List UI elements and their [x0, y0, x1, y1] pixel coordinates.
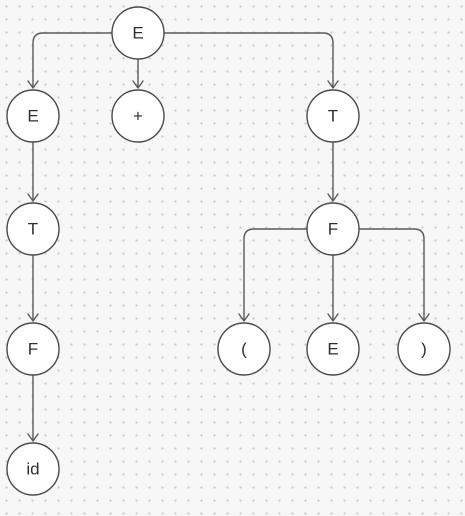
node-circle	[306, 322, 360, 376]
edge-right_f-to-inner_e	[327, 255, 339, 322]
node-label: T	[328, 107, 338, 126]
node-root: E	[111, 6, 165, 60]
node-circle	[306, 202, 360, 256]
edge-right_f-to-lparen	[238, 228, 307, 322]
node-label: +	[133, 107, 143, 126]
node-circle	[306, 89, 360, 143]
edge-right_t-to-right_f	[327, 142, 339, 202]
edge-left_t-to-left_f	[27, 255, 39, 322]
node-label: E	[132, 24, 143, 43]
node-circle	[111, 6, 165, 60]
node-label: (	[241, 340, 247, 359]
node-rparen: )	[397, 322, 451, 376]
nodes-layer: E E + T T F F ( E) id	[6, 6, 451, 496]
node-left_e: E	[6, 89, 60, 143]
node-circle	[217, 322, 271, 376]
node-circle	[111, 89, 165, 143]
edge-right_f-to-rparen	[359, 228, 430, 322]
node-right_t: T	[306, 89, 360, 143]
node-id_leaf: id	[6, 442, 60, 496]
node-label: F	[28, 340, 38, 359]
node-inner_e: E	[306, 322, 360, 376]
node-circle	[6, 442, 60, 496]
edge-root-to-left_e	[27, 32, 112, 89]
node-circle	[6, 202, 60, 256]
node-circle	[6, 322, 60, 376]
node-label: E	[327, 340, 338, 359]
node-circle	[397, 322, 451, 376]
node-circle	[6, 89, 60, 143]
node-left_t: T	[6, 202, 60, 256]
edge-root-to-plus	[132, 59, 144, 89]
node-lparen: (	[217, 322, 271, 376]
node-plus: +	[111, 89, 165, 143]
node-left_f: F	[6, 322, 60, 376]
node-label: id	[26, 460, 39, 479]
edges-layer	[27, 32, 430, 442]
node-label: )	[421, 340, 427, 359]
node-label: T	[28, 220, 38, 239]
edge-root-to-right_t	[164, 32, 339, 89]
edge-left_f-to-id_leaf	[27, 375, 39, 442]
node-label: E	[27, 107, 38, 126]
node-label: F	[328, 220, 338, 239]
edge-left_e-to-left_t	[27, 142, 39, 202]
node-right_f: F	[306, 202, 360, 256]
